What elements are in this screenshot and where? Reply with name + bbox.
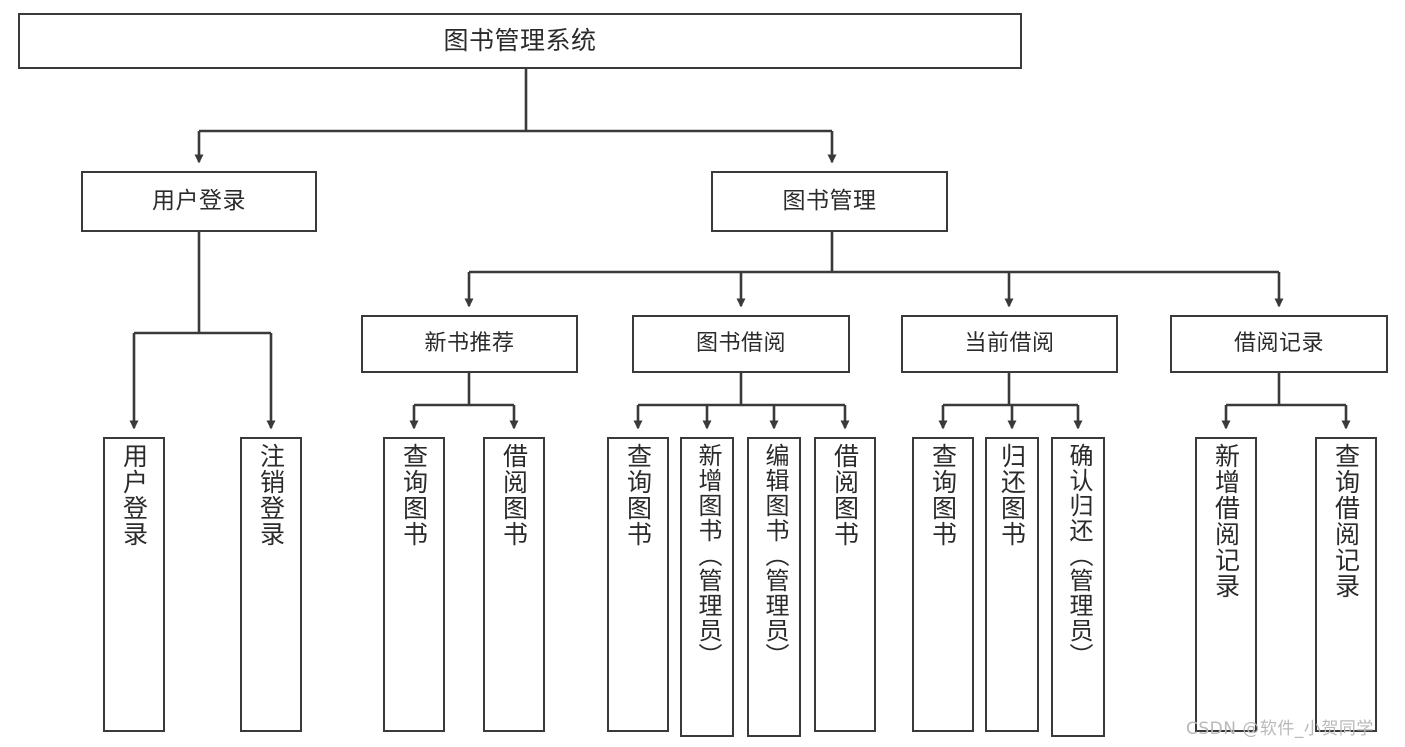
- leaf-query-borrow-record-label: 查询借阅记录: [1331, 443, 1361, 599]
- leaf-borrow-book-rec-label: 借阅图书: [499, 443, 529, 547]
- leaf-add-borrow-record-label: 新增借阅记录: [1211, 443, 1241, 599]
- leaf-query-book-current-label: 查询图书: [928, 443, 958, 547]
- node-book-borrowing[interactable]: 图书借阅: [632, 315, 850, 373]
- node-new-book-recommendation[interactable]: 新书推荐: [361, 315, 578, 373]
- node-user-login-label: 用户登录: [152, 187, 246, 214]
- leaf-query-book-rec[interactable]: 查询图书: [383, 437, 445, 732]
- leaf-borrow-book-label: 借阅图书: [830, 443, 860, 547]
- leaf-query-borrow-record[interactable]: 查询借阅记录: [1315, 437, 1377, 732]
- node-root-label: 图书管理系统: [443, 26, 597, 56]
- leaf-user-login-label: 用户登录: [119, 443, 149, 547]
- leaf-query-book-current[interactable]: 查询图书: [912, 437, 974, 732]
- node-borrowing-record[interactable]: 借阅记录: [1170, 315, 1388, 373]
- leaf-logout[interactable]: 注销登录: [240, 437, 302, 732]
- leaf-add-borrow-record[interactable]: 新增借阅记录: [1195, 437, 1257, 732]
- node-book-borrowing-label: 图书借阅: [695, 331, 786, 357]
- leaf-add-book-admin-label: 新增图书（管理员）: [693, 443, 722, 668]
- leaf-query-book-borrow[interactable]: 查询图书: [607, 437, 669, 732]
- leaf-confirm-return-admin-label: 确认归还（管理员）: [1064, 443, 1093, 668]
- leaf-return-book[interactable]: 归还图书: [985, 437, 1039, 732]
- leaf-query-book-rec-label: 查询图书: [399, 443, 429, 547]
- node-new-book-recommendation-label: 新书推荐: [424, 331, 515, 357]
- leaf-add-book-admin[interactable]: 新增图书（管理员）: [680, 437, 734, 737]
- leaf-logout-label: 注销登录: [256, 443, 286, 547]
- leaf-return-book-label: 归还图书: [997, 443, 1027, 547]
- leaf-query-book-borrow-label: 查询图书: [623, 443, 653, 547]
- node-current-borrowing-label: 当前借阅: [964, 331, 1055, 357]
- leaf-edit-book-admin-label: 编辑图书（管理员）: [760, 443, 789, 668]
- leaf-borrow-book-rec[interactable]: 借阅图书: [483, 437, 545, 732]
- node-book-management-label: 图书管理: [782, 187, 877, 214]
- node-user-login[interactable]: 用户登录: [81, 171, 317, 232]
- node-book-management[interactable]: 图书管理: [711, 171, 948, 232]
- leaf-confirm-return-admin[interactable]: 确认归还（管理员）: [1051, 437, 1105, 737]
- node-root-system[interactable]: 图书管理系统: [18, 13, 1022, 69]
- node-borrowing-record-label: 借阅记录: [1233, 331, 1324, 357]
- node-current-borrowing[interactable]: 当前借阅: [901, 315, 1118, 373]
- leaf-user-login[interactable]: 用户登录: [103, 437, 165, 732]
- csdn-watermark: CSDN @软件_小贺同学: [1186, 719, 1374, 739]
- leaf-edit-book-admin[interactable]: 编辑图书（管理员）: [747, 437, 801, 737]
- leaf-borrow-book[interactable]: 借阅图书: [814, 437, 876, 732]
